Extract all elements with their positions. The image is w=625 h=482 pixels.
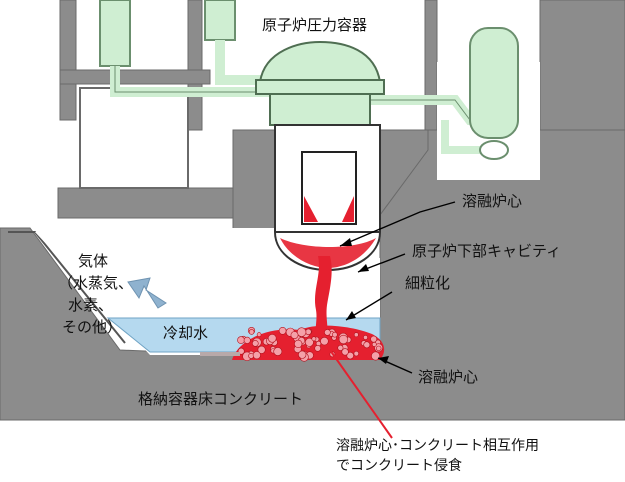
debris-particle [370, 335, 378, 343]
debris-particle [243, 336, 251, 344]
green-piping [99, 0, 519, 160]
upper-wall-left [59, 0, 77, 121]
debris-particle [257, 345, 266, 354]
tank-bottom-ring [479, 140, 509, 160]
drywell-space [79, 87, 189, 189]
molten-core-drip-right [342, 196, 354, 222]
debris-particle [320, 337, 329, 346]
debris-particle [311, 336, 317, 342]
gas-release-arrow [127, 277, 167, 309]
label-molten-core-top: 溶融炉心 [462, 192, 522, 210]
debris-particle [290, 331, 299, 339]
debris-particle [324, 329, 331, 336]
debris-particle [298, 350, 307, 359]
molten-core-drip-left [304, 196, 318, 222]
reactor-pressure-vessel [255, 40, 385, 272]
label-gas-line2: （水蒸気、 [58, 274, 133, 292]
debris-particle [296, 327, 307, 337]
debris-particle [256, 332, 262, 337]
upper-floor-slab-left [57, 187, 259, 219]
label-reactor-pressure-vessel: 原子炉圧力容器 [262, 16, 367, 34]
pipe-block-middle [204, 0, 236, 41]
debris-particle [248, 329, 255, 335]
upper-wall-middle [187, 0, 203, 131]
debris-particle [252, 340, 259, 347]
debris-particle [314, 344, 322, 352]
debris-particle [363, 334, 368, 340]
rpv-flange [255, 79, 385, 95]
containment-structure [0, 0, 625, 421]
debris-particle [305, 328, 312, 335]
debris-particle [353, 350, 359, 357]
upper-beam [59, 69, 211, 85]
rpv-dome [258, 40, 382, 83]
core-shroud [301, 151, 357, 225]
label-mcci-line1: 溶融炉心･コンクリート相互作用 [336, 438, 539, 454]
label-fragmentation: 細粒化 [405, 274, 450, 292]
label-floor-concrete: 格納容器床コンクリート [138, 390, 303, 408]
debris-particle [278, 326, 287, 335]
debris-particle [346, 351, 354, 360]
debris-particle [341, 348, 349, 356]
lower-foundation [0, 129, 625, 421]
pedestal-left [232, 129, 276, 231]
debris-particle [338, 334, 349, 345]
label-cooling-water: 冷却水 [163, 324, 208, 342]
leader-mcci [329, 349, 393, 439]
debris-particle [267, 333, 277, 343]
debris-particle [371, 341, 377, 347]
annotation-arrowheads [340, 238, 389, 364]
debris-particle [331, 331, 338, 338]
label-lower-cavity: 原子炉下部キャビティ [412, 242, 561, 260]
debris-particle [237, 336, 245, 344]
debris-particle [294, 339, 303, 349]
debris-particles [237, 326, 383, 362]
debris-particle [252, 351, 261, 360]
debris-particle [273, 347, 283, 356]
steam-separator-tank [469, 27, 519, 139]
label-gas-line4: その他） [62, 318, 122, 336]
leader-molten-core-top [339, 201, 456, 247]
molten-core-in-lower-head [280, 238, 376, 268]
pipe-block-left [99, 0, 131, 67]
label-mcci-line2: でコンクリート侵食 [336, 457, 462, 474]
rpv-upper-shell [269, 93, 371, 126]
label-gas-line1: 気体 [78, 252, 108, 270]
molten-core-jet [315, 256, 332, 345]
label-molten-core-bottom: 溶融炉心 [418, 368, 478, 386]
upper-right-wall [424, 0, 438, 151]
debris-particle [371, 351, 381, 361]
debris-particle [376, 345, 382, 352]
debris-particle [353, 332, 359, 338]
debris-particle [337, 344, 344, 351]
label-gas-line3: 水素、 [68, 296, 113, 314]
debris-particle [363, 341, 371, 349]
